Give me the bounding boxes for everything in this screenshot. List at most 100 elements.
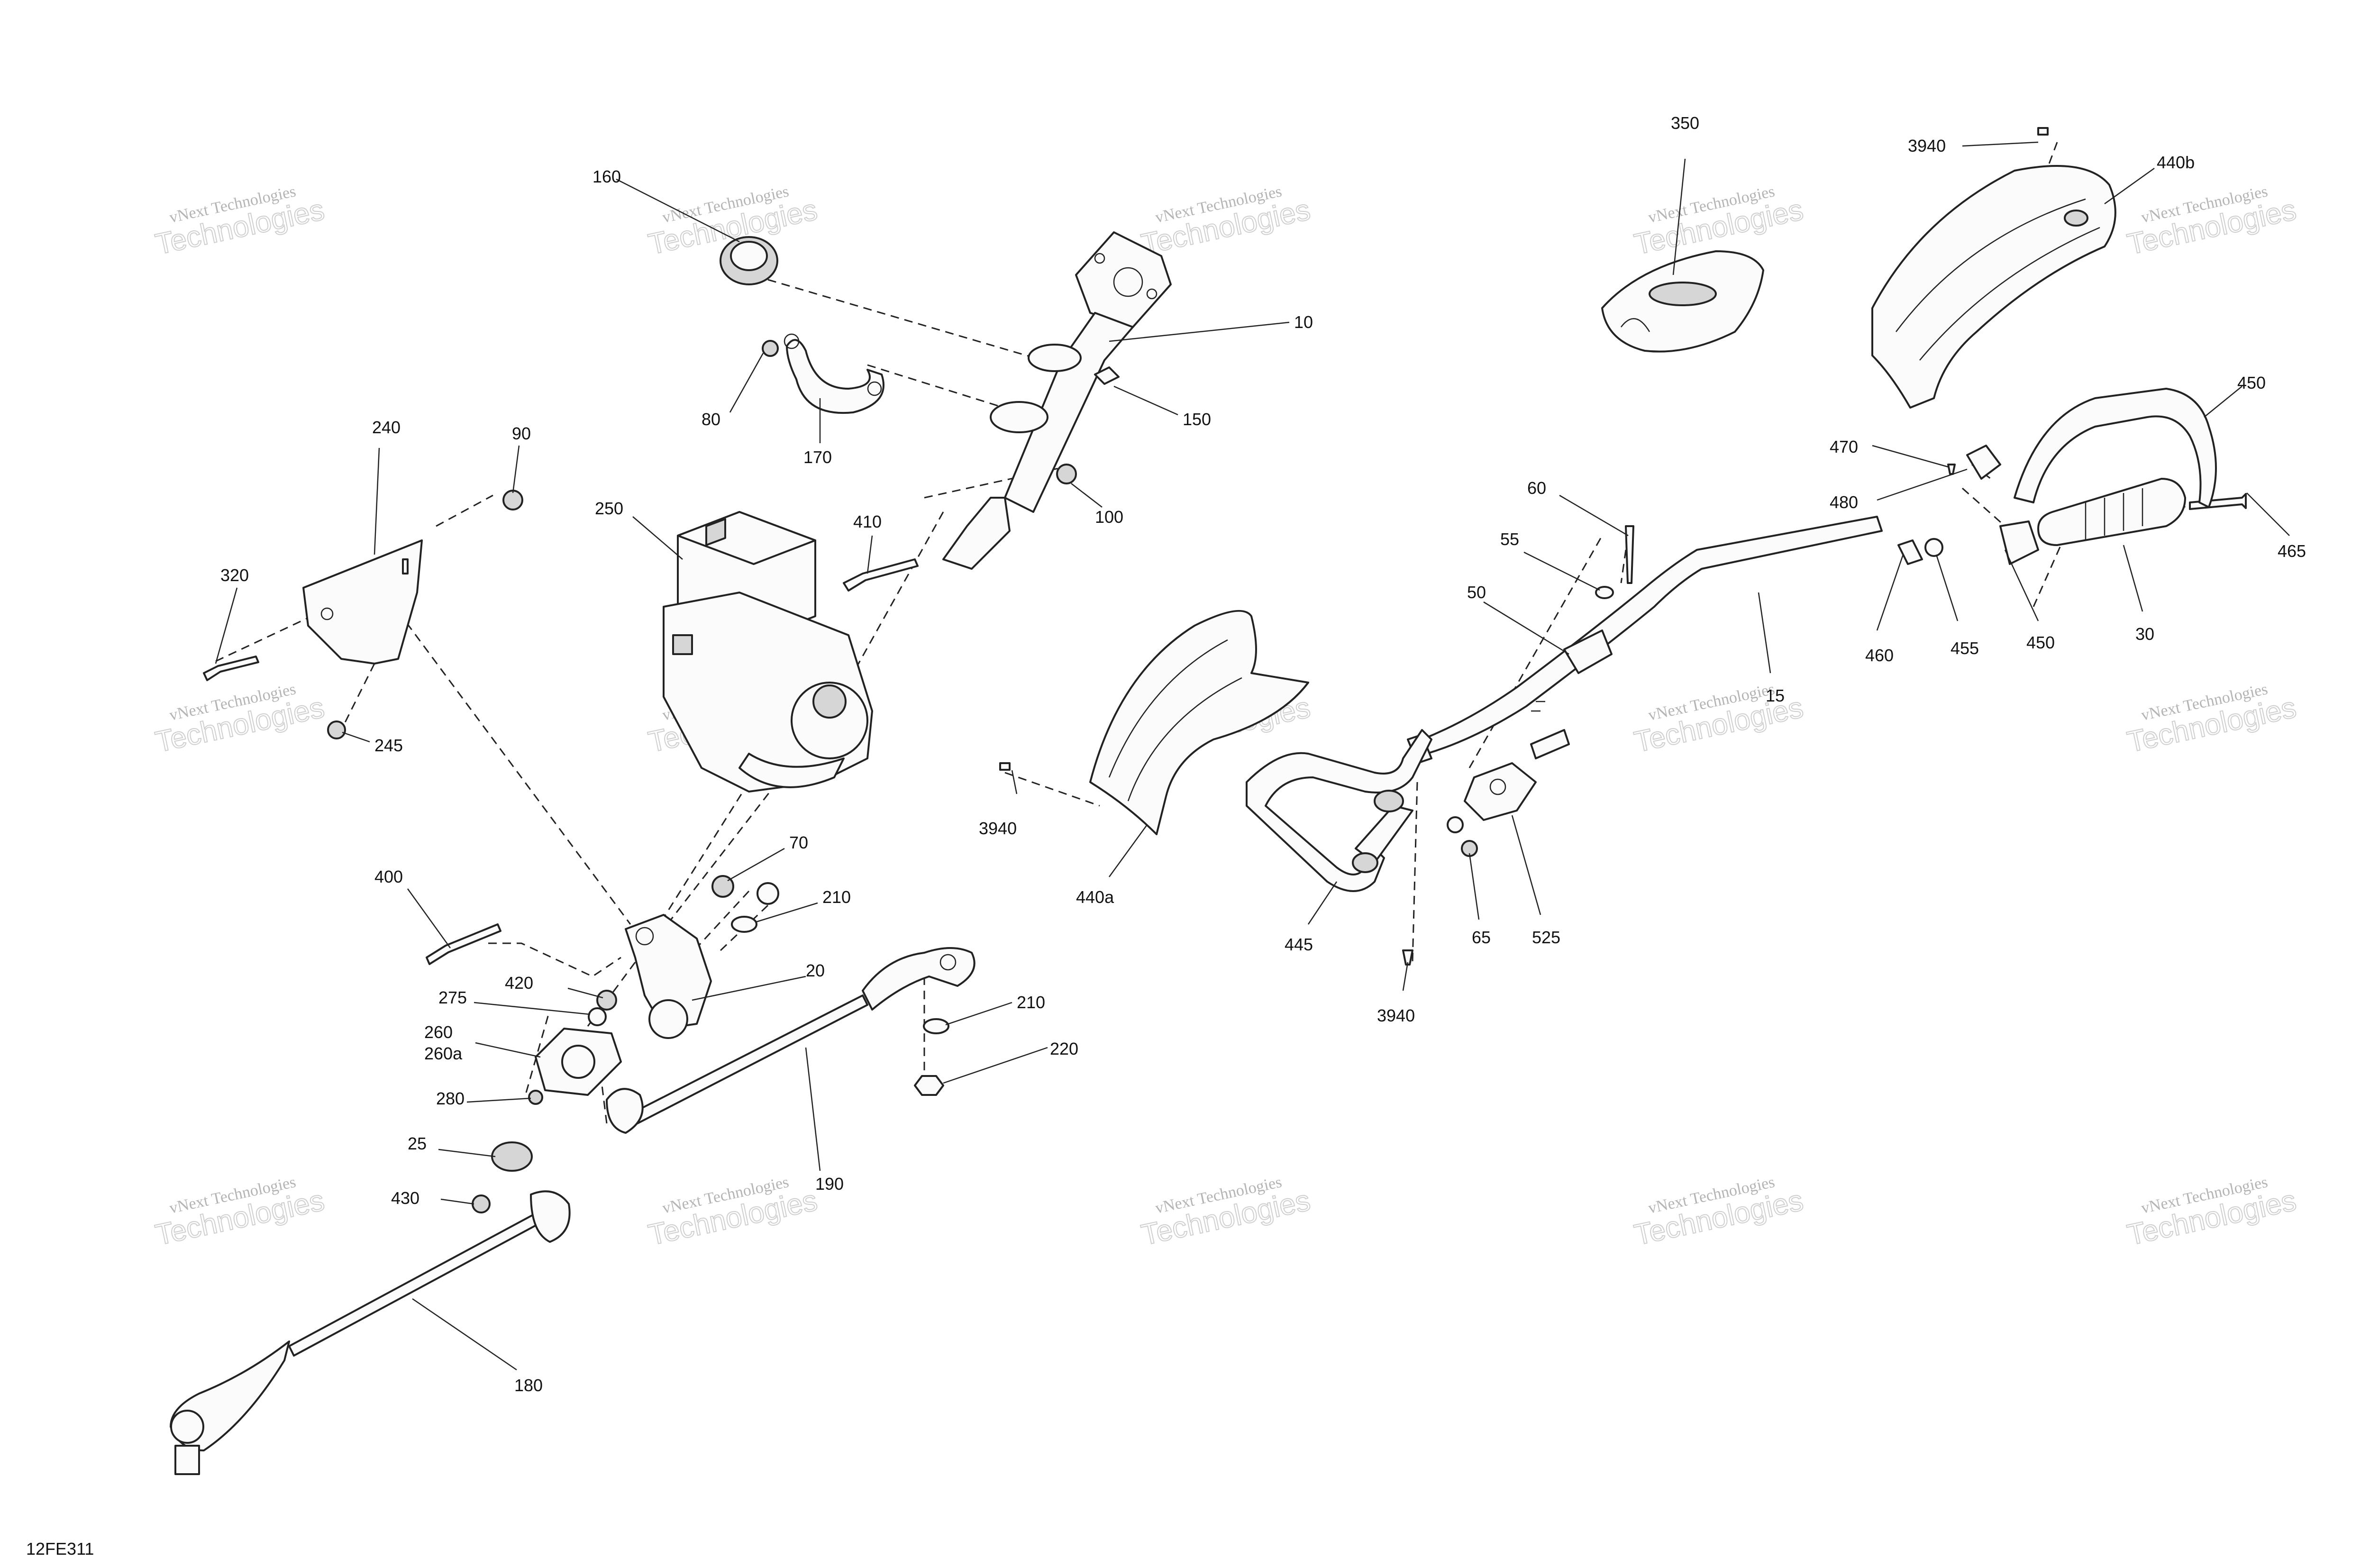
callout-80: 80 — [702, 410, 720, 429]
callout-90: 90 — [512, 424, 531, 443]
callout-450b: 450 — [2026, 633, 2055, 652]
bushing — [720, 236, 778, 285]
callout-320: 320 — [220, 565, 249, 585]
watermark: vNext Technologies Technologies — [2124, 680, 2299, 759]
watermark: vNext Technologies Technologies — [152, 680, 328, 759]
hand-lever-right — [1999, 388, 2217, 565]
mounting-plate — [535, 1028, 622, 1096]
pitman-arm — [625, 914, 712, 1039]
spacer-460 — [1897, 539, 1923, 565]
callout-15: 15 — [1766, 686, 1785, 705]
power-steering-unit — [663, 511, 873, 793]
callout-240: 240 — [372, 418, 401, 437]
watermark: vNext Technologies Technologies — [1138, 1173, 1313, 1252]
handlebar-grip — [2037, 478, 2186, 546]
tie-rod-right — [606, 947, 975, 1134]
leader-lines — [215, 141, 2290, 1371]
diagram-code: 12FE311 — [26, 1539, 94, 1559]
nut-80 — [762, 340, 779, 357]
watermark: vNext Technologies Technologies — [152, 1173, 328, 1252]
column-clamp — [784, 333, 884, 414]
bolt-320 — [203, 656, 259, 681]
callout-25: 25 — [408, 1134, 427, 1153]
nut-275 — [588, 1007, 607, 1026]
callout-210b: 210 — [1017, 993, 1045, 1012]
watermark: vNext Technologies Technologies — [1138, 182, 1313, 262]
handlebar-clamp — [1563, 629, 1613, 674]
lever-clamp — [1966, 445, 2001, 480]
watermark: vNext Technologies Technologies — [2124, 1173, 2299, 1252]
nut-245 — [327, 720, 346, 739]
callout-labels: 160 10 80 150 170 240 90 250 410 100 320… — [220, 113, 2306, 1395]
hand-lever-left — [1246, 729, 1432, 892]
callout-260a: 260a — [424, 1044, 463, 1063]
callout-480: 480 — [1830, 492, 1858, 512]
nut-70 — [711, 875, 734, 898]
callout-470: 470 — [1830, 437, 1858, 456]
steering-column — [942, 231, 1172, 570]
callout-260: 260 — [424, 1022, 453, 1042]
callout-100: 100 — [1095, 507, 1123, 527]
mounting-bracket — [302, 539, 423, 665]
watermark: vNext Technologies Technologies — [2124, 182, 2299, 262]
watermark: vNext Technologies Technologies — [645, 1173, 820, 1252]
callout-60: 60 — [1527, 478, 1546, 498]
washer-210b — [923, 1018, 949, 1034]
callout-190: 190 — [815, 1174, 844, 1194]
handguard-right — [1871, 165, 2116, 409]
nut-70b — [757, 882, 779, 905]
watermark: vNext Technologies Technologies — [152, 182, 328, 262]
switch-housing — [1601, 250, 1764, 353]
nut-100 — [1056, 464, 1077, 484]
callout-420: 420 — [505, 973, 533, 993]
washer-55 — [1595, 586, 1614, 599]
callout-170: 170 — [803, 447, 832, 467]
callout-70: 70 — [789, 833, 808, 852]
callout-55: 55 — [1500, 529, 1519, 549]
callout-410: 410 — [853, 512, 882, 531]
nut-430 — [472, 1194, 491, 1213]
callout-50: 50 — [1467, 583, 1486, 602]
nut-90 — [502, 490, 523, 511]
callout-525: 525 — [1532, 928, 1560, 947]
callout-440b: 440b — [2157, 153, 2195, 172]
callout-160: 160 — [592, 167, 621, 186]
bolt-280 — [528, 1090, 543, 1105]
bolt-470 — [1947, 464, 1956, 475]
callout-3940c: 3940 — [1908, 136, 1946, 155]
bolt-60 — [1625, 525, 1634, 584]
callout-3940a: 3940 — [979, 819, 1017, 838]
callout-20: 20 — [806, 961, 825, 980]
callout-250: 250 — [595, 499, 623, 518]
washer-455 — [1924, 538, 1943, 557]
brake-master-cylinder — [1464, 729, 1570, 821]
bolt-410 — [843, 558, 919, 592]
bolt-150 — [1094, 366, 1120, 385]
tie-rod-left — [170, 1190, 571, 1475]
nut-65a — [1447, 816, 1464, 833]
callout-275: 275 — [438, 988, 467, 1007]
callout-465: 465 — [2278, 541, 2306, 561]
callout-150: 150 — [1183, 410, 1211, 429]
callout-210a: 210 — [822, 887, 851, 907]
callout-30: 30 — [2135, 624, 2154, 644]
callout-430: 430 — [391, 1188, 419, 1208]
callout-3940b: 3940 — [1377, 1006, 1415, 1025]
callout-220: 220 — [1050, 1039, 1078, 1058]
callout-445: 445 — [1285, 935, 1313, 954]
bolt-465 — [2189, 493, 2247, 510]
callout-280: 280 — [436, 1089, 465, 1108]
callout-440a: 440a — [1076, 887, 1114, 907]
screw-3940b — [1402, 949, 1413, 966]
callout-455: 455 — [1951, 638, 1979, 658]
callout-65: 65 — [1472, 928, 1491, 947]
callout-400: 400 — [374, 867, 403, 886]
watermark: vNext Technologies Technologies — [1631, 1173, 1806, 1252]
nut-420 — [596, 990, 617, 1011]
screw-3940a — [999, 762, 1011, 771]
callout-460: 460 — [1865, 646, 1894, 665]
watermark: vNext Technologies Technologies — [1631, 182, 1806, 262]
bolt-400 — [426, 923, 501, 965]
screw-3940c — [2037, 127, 2049, 136]
